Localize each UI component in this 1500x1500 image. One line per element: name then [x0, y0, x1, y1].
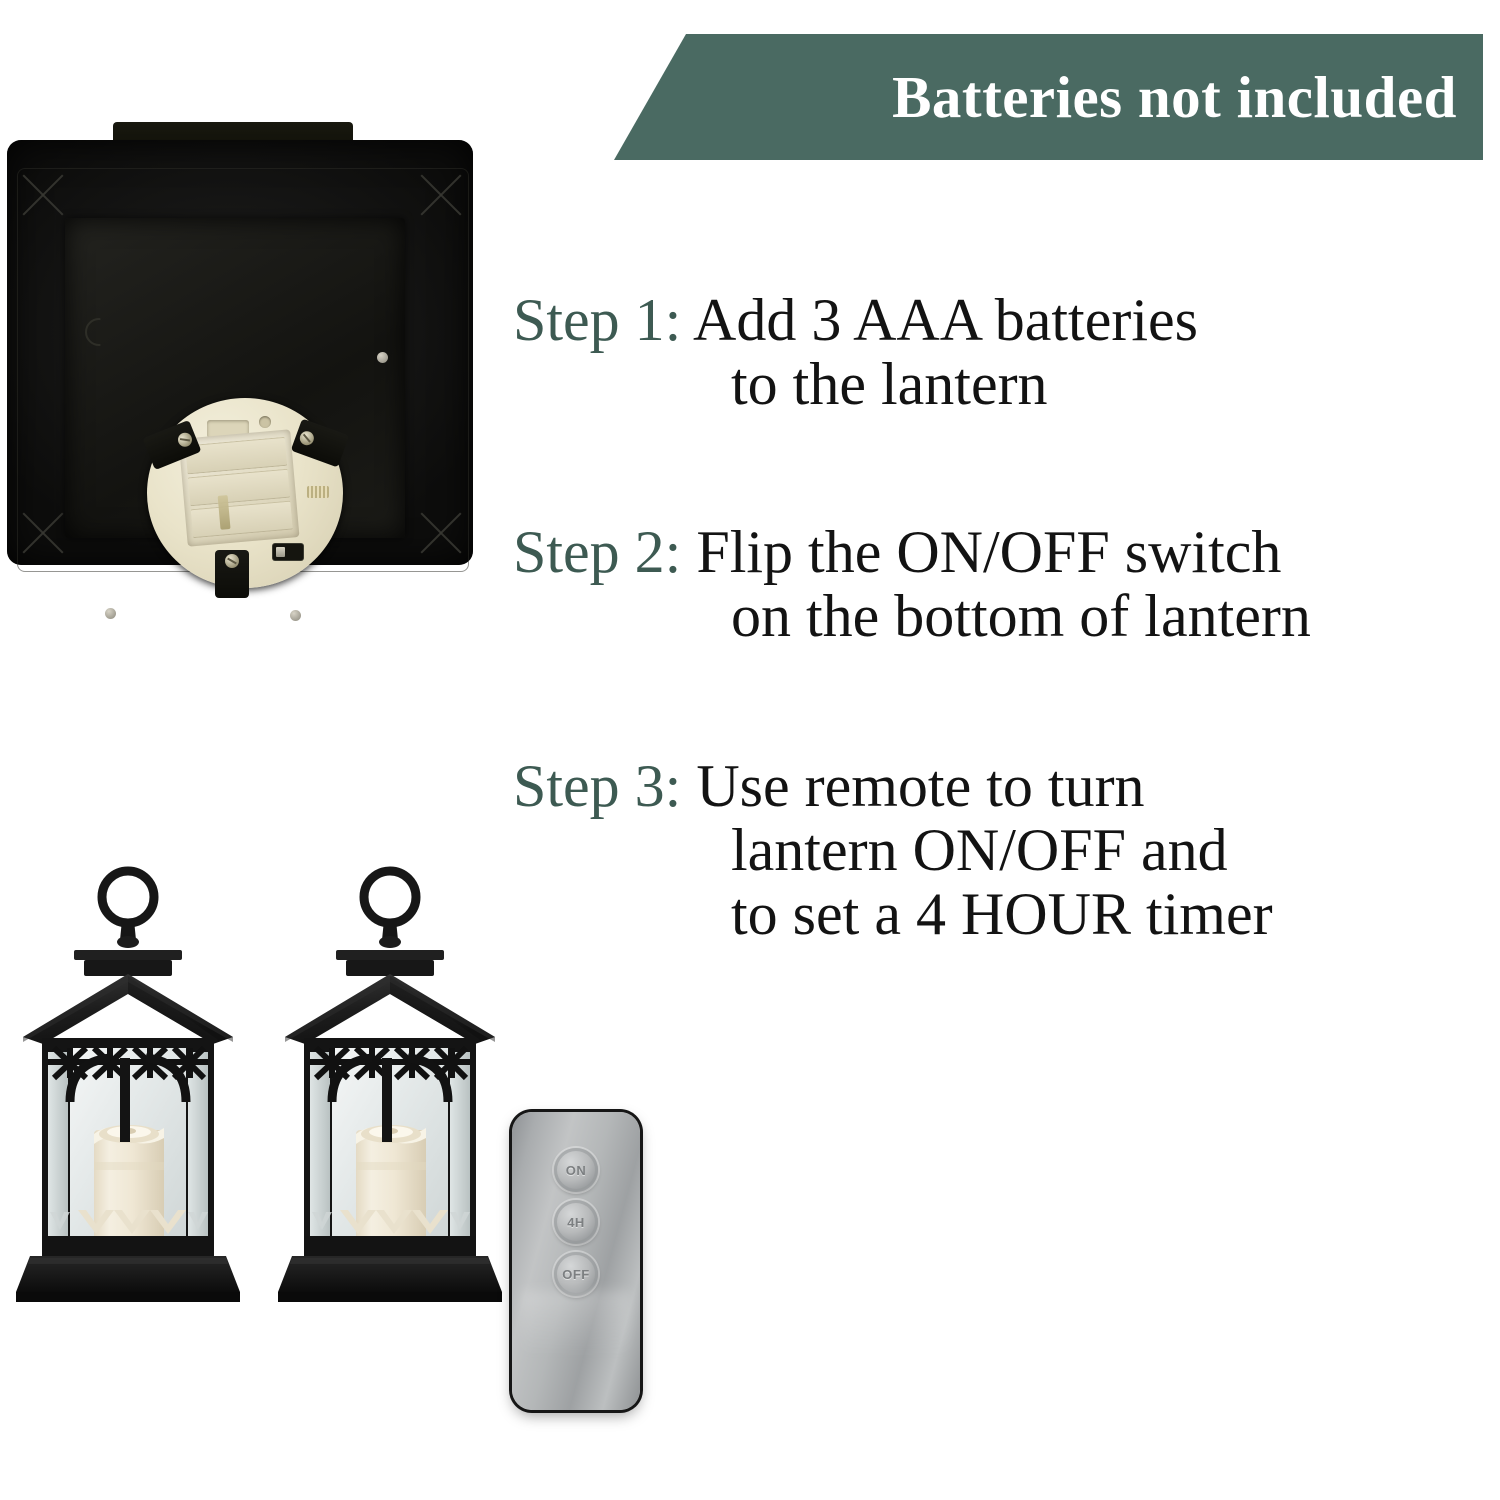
- remote-4h-timer-button[interactable]: 4H: [554, 1200, 598, 1244]
- banner-label: Batteries not included: [892, 63, 1457, 130]
- candle-post: [382, 1058, 392, 1142]
- arch-right: [407, 1053, 453, 1103]
- switch-knob: [276, 547, 285, 557]
- step-3-text-1: Use remote to turn: [696, 753, 1145, 819]
- step-1-line-1: Step 1: Add 3 AAA batteries: [513, 288, 1473, 352]
- lantern-cap-plate: [74, 950, 182, 960]
- battery-slot: [187, 468, 291, 507]
- step-3-line-1: Step 3: Use remote to turn: [513, 754, 1473, 818]
- step-1: Step 1: Add 3 AAA batteries to the lante…: [513, 288, 1473, 416]
- chevron-cutouts: [78, 1210, 186, 1234]
- remote-off-button[interactable]: OFF: [554, 1252, 598, 1296]
- lantern-glass-left: [48, 1052, 68, 1240]
- lantern-cap-plate: [336, 950, 444, 960]
- batteries-not-included-banner: Batteries not included: [614, 34, 1483, 160]
- step-2-line-1: Step 2: Flip the ON/OFF switch: [513, 520, 1473, 584]
- retaining-clip: [215, 550, 249, 598]
- handle-neck: [120, 920, 136, 940]
- lantern-illustration: [278, 866, 502, 1302]
- candle-post: [120, 1058, 130, 1142]
- step-3: Step 3: Use remote to turn lantern ON/OF…: [513, 754, 1473, 946]
- step-2-text-1: Flip the ON/OFF switch: [696, 519, 1282, 585]
- screw-icon: [225, 554, 239, 568]
- lantern-underside-photo: [5, 122, 475, 621]
- step-2-line-2: on the bottom of lantern: [513, 584, 1473, 648]
- corner-brace-icon: [19, 170, 67, 218]
- battery-slot: [185, 436, 288, 475]
- remote-control[interactable]: ON 4H OFF: [512, 1112, 640, 1410]
- step-3-text-2: lantern ON/OFF and: [731, 817, 1228, 883]
- step-1-text-1: Add 3 AAA batteries: [693, 287, 1198, 353]
- step-2-label: Step 2:: [513, 519, 682, 585]
- arch-right: [145, 1053, 191, 1103]
- handle-neck: [382, 920, 398, 940]
- lantern-base-plinth: [278, 1256, 502, 1292]
- screw-icon: [297, 429, 316, 448]
- arch-left: [65, 1053, 111, 1103]
- step-1-label: Step 1:: [513, 287, 682, 353]
- step-1-text-2: to the lantern: [731, 351, 1048, 417]
- step-3-line-3: to set a 4 HOUR timer: [513, 882, 1473, 946]
- arch-left: [327, 1053, 373, 1103]
- step-3-label: Step 3:: [513, 753, 682, 819]
- remote-on-label: ON: [565, 1162, 587, 1178]
- corner-brace-icon: [417, 508, 465, 556]
- step-3-line-2: lantern ON/OFF and: [513, 818, 1473, 882]
- battery-spring-icon: [307, 486, 329, 498]
- lantern-illustration: [16, 866, 240, 1302]
- remote-4h-label: 4H: [567, 1214, 585, 1230]
- lantern-base-plinth: [16, 1256, 240, 1292]
- lantern-glass-right: [450, 1052, 470, 1240]
- remote-off-label: OFF: [562, 1266, 590, 1282]
- corner-brace-icon: [19, 508, 67, 556]
- battery-slot: [190, 500, 293, 539]
- lantern-ring-handle: [359, 866, 421, 928]
- led-candle: [356, 1125, 426, 1248]
- disc-screw-hole: [259, 416, 271, 428]
- step-1-line-2: to the lantern: [513, 352, 1473, 416]
- step-2-text-2: on the bottom of lantern: [731, 583, 1311, 649]
- step-2: Step 2: Flip the ON/OFF switch on the bo…: [513, 520, 1473, 648]
- on-off-switch[interactable]: [273, 544, 303, 560]
- instruction-steps: Step 1: Add 3 AAA batteries to the lante…: [513, 288, 1473, 946]
- rivet-dot: [290, 610, 301, 621]
- lantern-ring-handle: [97, 866, 159, 928]
- lantern-product-image-1: [8, 862, 248, 1322]
- rivet-dot: [377, 352, 388, 363]
- corner-brace-icon: [417, 170, 465, 218]
- remote-on-button[interactable]: ON: [554, 1148, 598, 1192]
- lantern-base-body: [7, 140, 473, 621]
- lantern-product-image-2: [270, 862, 510, 1322]
- chevron-cutouts: [340, 1210, 448, 1234]
- lantern-glass-left: [310, 1052, 330, 1240]
- rivet-dot: [105, 608, 116, 619]
- step-3-text-3: to set a 4 HOUR timer: [731, 881, 1273, 947]
- screw-icon: [175, 430, 195, 449]
- lantern-glass-right: [188, 1052, 208, 1240]
